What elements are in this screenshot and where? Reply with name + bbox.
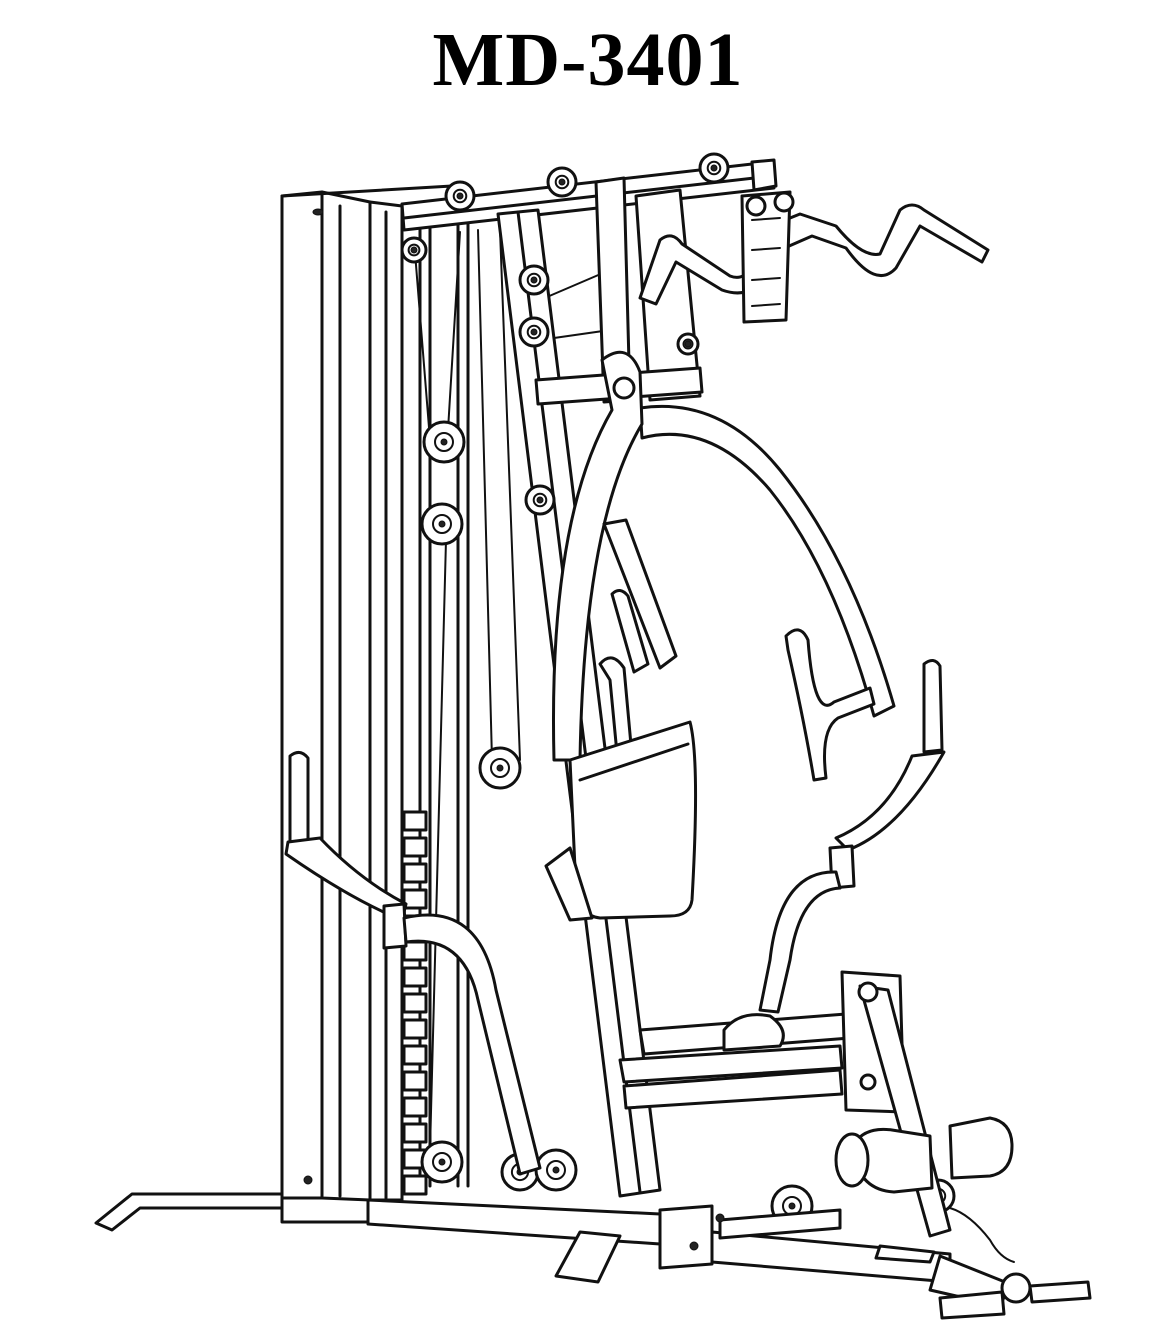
ankle-strap: [938, 1207, 1092, 1320]
weight-plate: [402, 1174, 428, 1196]
pulley: [444, 180, 476, 212]
weight-plate: [402, 836, 428, 858]
pulley: [534, 1148, 578, 1192]
pulley: [422, 420, 466, 464]
press-arm-left: [552, 350, 644, 762]
weight-plate: [402, 1122, 428, 1144]
weight-plate: [402, 992, 428, 1014]
weight-plate: [402, 810, 428, 832]
pulley: [518, 316, 550, 348]
pulley: [546, 166, 578, 198]
pulley: [698, 152, 730, 184]
weight-plate: [402, 966, 428, 988]
weight-plate: [402, 1044, 428, 1066]
pulley: [478, 746, 522, 790]
model-title: MD-3401: [432, 18, 744, 102]
pulley: [420, 502, 464, 546]
pulley: [400, 236, 428, 264]
weight-plate: [402, 1096, 428, 1118]
seat: [618, 1012, 852, 1110]
leg-developer: [834, 970, 1014, 1238]
pulley: [524, 484, 556, 516]
lat-pulldown-bar: [638, 190, 990, 324]
press-arm-right: [638, 404, 896, 718]
weight-plate: [402, 862, 428, 884]
weight-plate: [402, 888, 428, 910]
weight-plates: [402, 810, 428, 1196]
pulley: [420, 1140, 464, 1184]
leg-arm-left: [284, 751, 542, 1176]
pulley: [676, 332, 700, 356]
left-floor-stabilizer: [94, 1192, 370, 1232]
press-handles: [598, 518, 876, 808]
weight-plate: [402, 1070, 428, 1092]
weight-stack-tower: [280, 184, 454, 1202]
guide-rods: [418, 210, 470, 1188]
floor-pulley-mount: [689, 1208, 936, 1264]
back-pad: [544, 720, 698, 922]
pulley: [518, 264, 550, 296]
weight-plate: [402, 1018, 428, 1040]
leg-arm-right: [758, 659, 946, 1014]
